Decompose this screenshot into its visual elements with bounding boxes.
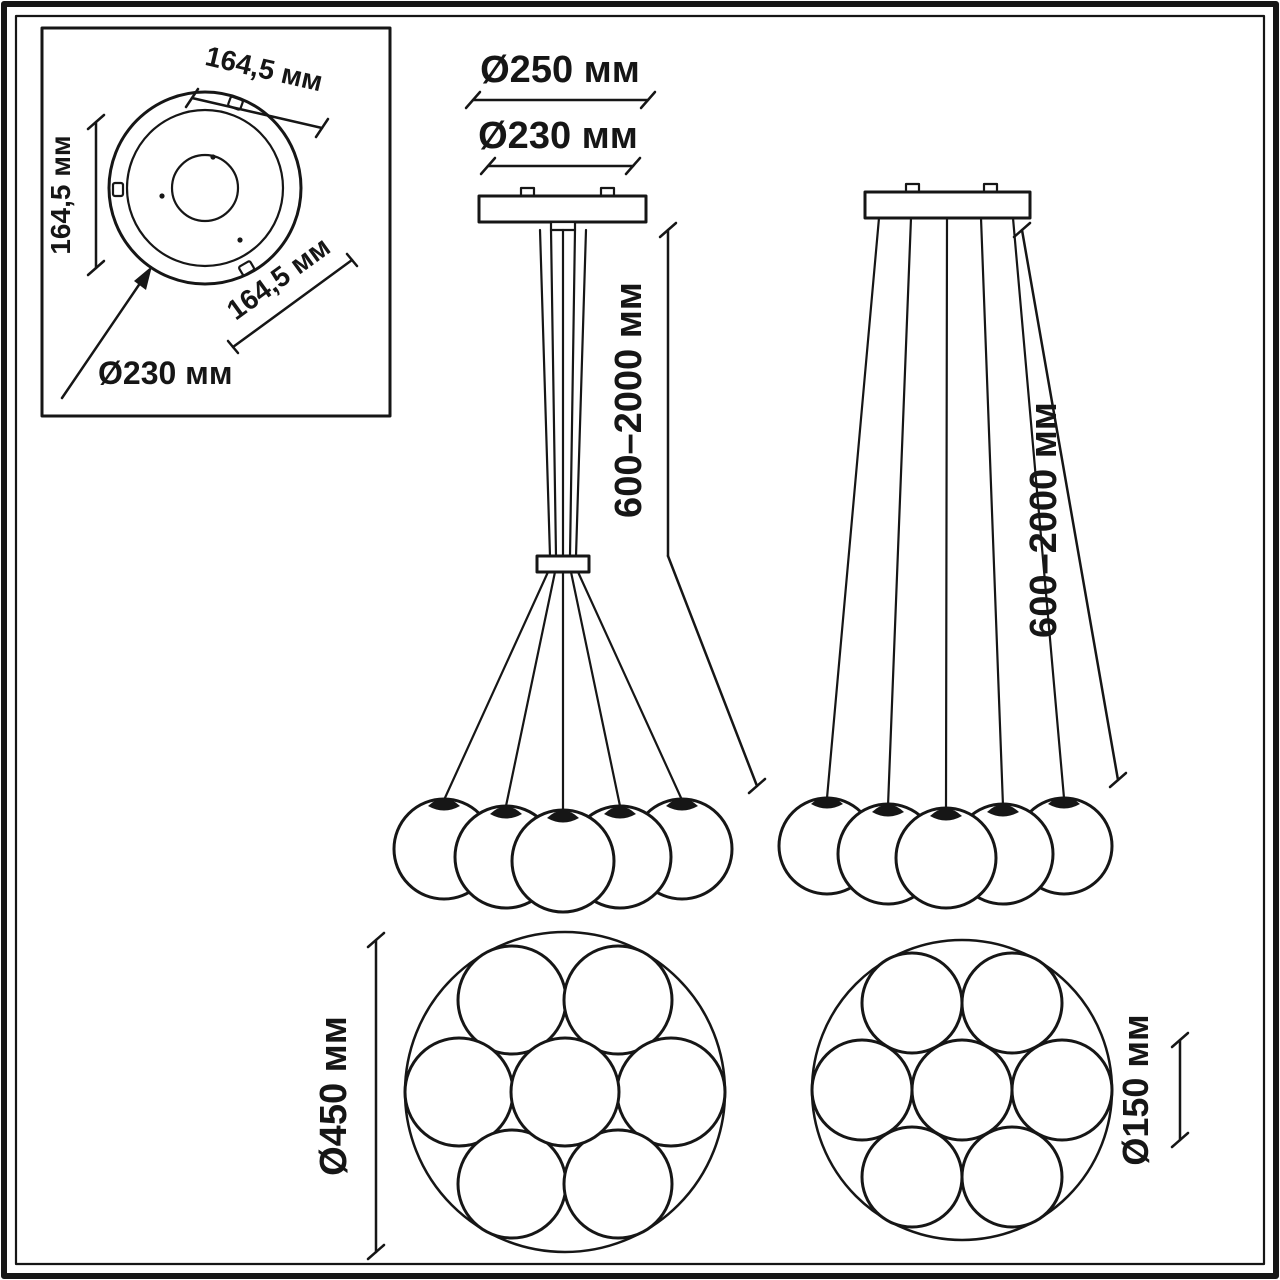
plan-view-b: Ø150 мм bbox=[810, 938, 1190, 1242]
globe bbox=[510, 808, 616, 914]
dim-plan-a: Ø450 мм bbox=[313, 931, 386, 1261]
cable-fan-lower bbox=[442, 570, 684, 812]
globe-plan-group bbox=[810, 951, 1114, 1229]
inset-dim-top-label: 164,5 мм bbox=[203, 40, 326, 97]
front-view-b: 600–2000 мм bbox=[777, 182, 1128, 910]
inset-dim-left: 164,5 мм bbox=[45, 113, 106, 277]
dim-canopy-inner: Ø230 мм bbox=[478, 115, 642, 176]
dim-plan-b: Ø150 мм bbox=[1115, 1014, 1190, 1166]
globe-plan bbox=[960, 1125, 1064, 1229]
inset-dim-bottom: 164,5 мм bbox=[221, 231, 359, 355]
globe-cluster bbox=[392, 797, 734, 914]
globe-plan bbox=[509, 1036, 621, 1148]
dim-canopy-outer: Ø250 мм bbox=[464, 49, 657, 110]
globe-cluster bbox=[777, 796, 1114, 910]
globe-plan-group bbox=[403, 944, 727, 1240]
screw-dot bbox=[237, 237, 243, 243]
globe-plan bbox=[1010, 1038, 1114, 1142]
globe-plan bbox=[860, 1125, 964, 1229]
globe-plan bbox=[403, 1036, 515, 1148]
globe-plan bbox=[960, 951, 1064, 1055]
inset-dim-top: 164,5 мм bbox=[184, 40, 330, 139]
inset-border bbox=[40, 26, 392, 418]
dim-height-a: 600–2000 мм bbox=[608, 221, 767, 795]
screw-dot bbox=[159, 193, 165, 199]
dim-canopy-outer-label: Ø250 мм bbox=[480, 49, 640, 91]
dim-plan-b-label: Ø150 мм bbox=[1115, 1014, 1156, 1165]
canopy bbox=[477, 186, 648, 232]
dim-canopy-inner-label: Ø230 мм bbox=[478, 115, 638, 157]
cable-fan bbox=[825, 216, 1066, 812]
globe-plan bbox=[860, 951, 964, 1055]
dim-height-b: 600–2000 мм bbox=[1012, 221, 1128, 789]
dim-height-a-label: 600–2000 мм bbox=[608, 282, 650, 518]
cable-clamp bbox=[535, 554, 591, 574]
plan-view-a: Ø450 мм bbox=[313, 930, 727, 1261]
cable-bundle-upper bbox=[538, 228, 588, 558]
inset-dim-diameter: Ø230 мм bbox=[60, 266, 233, 400]
globe-plan bbox=[615, 1036, 727, 1148]
arrowhead bbox=[134, 266, 152, 290]
front-view-a: Ø250 мм Ø230 мм bbox=[392, 49, 767, 914]
globe-plan bbox=[562, 1128, 674, 1240]
ceiling-plate-drawing bbox=[107, 90, 303, 286]
inset-dim-diameter-label: Ø230 мм bbox=[98, 355, 233, 391]
dim-plan-a-label: Ø450 мм bbox=[313, 1016, 355, 1176]
canopy bbox=[863, 182, 1032, 220]
globe-plan bbox=[810, 1038, 914, 1142]
screw-dot bbox=[210, 154, 216, 160]
globe-plan bbox=[456, 944, 568, 1056]
globe bbox=[894, 806, 998, 910]
ceiling-plate-inset: 164,5 мм 164,5 мм 164,5 мм Ø230 мм bbox=[40, 26, 392, 418]
globe-plan bbox=[910, 1038, 1014, 1142]
dim-height-b-label: 600–2000 мм bbox=[1023, 402, 1065, 638]
globe-plan bbox=[562, 944, 674, 1056]
globe-plan bbox=[456, 1128, 568, 1240]
inset-dim-left-label: 164,5 мм bbox=[45, 135, 76, 254]
